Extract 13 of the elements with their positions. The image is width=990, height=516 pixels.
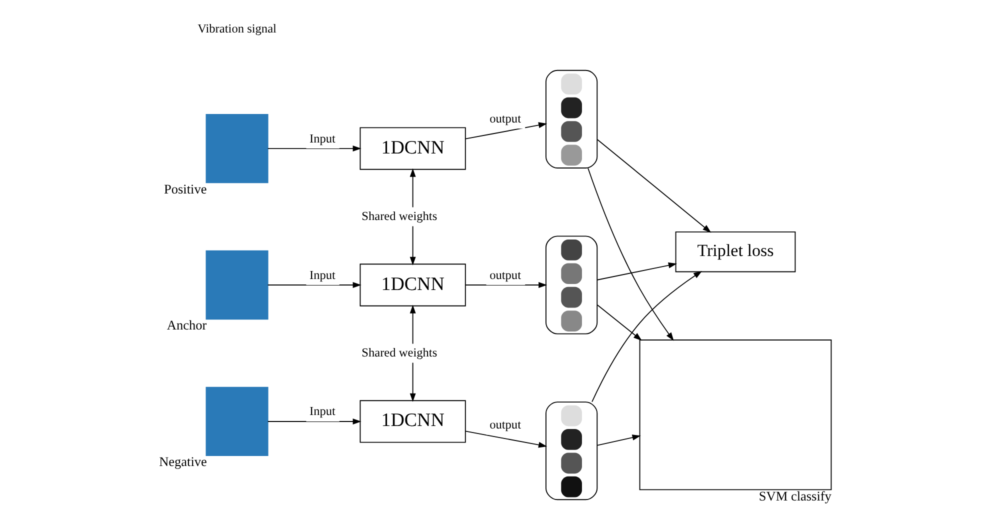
edge-label: output <box>489 111 521 126</box>
edge-label: output <box>489 417 521 432</box>
node-label: Positive <box>164 181 206 196</box>
label: Vibration signal <box>197 21 276 36</box>
node-label: Anchor <box>166 318 206 333</box>
edge-label: Input <box>309 404 335 418</box>
edge-label: Input <box>309 268 335 282</box>
edge-label: Input <box>309 131 335 146</box>
edge-label: output <box>489 268 521 282</box>
edge-label: Shared weights <box>361 345 437 360</box>
node-label: Negative <box>158 454 206 470</box>
node-label: SVM classify <box>758 488 831 504</box>
edge-label: Shared weights <box>361 209 437 223</box>
